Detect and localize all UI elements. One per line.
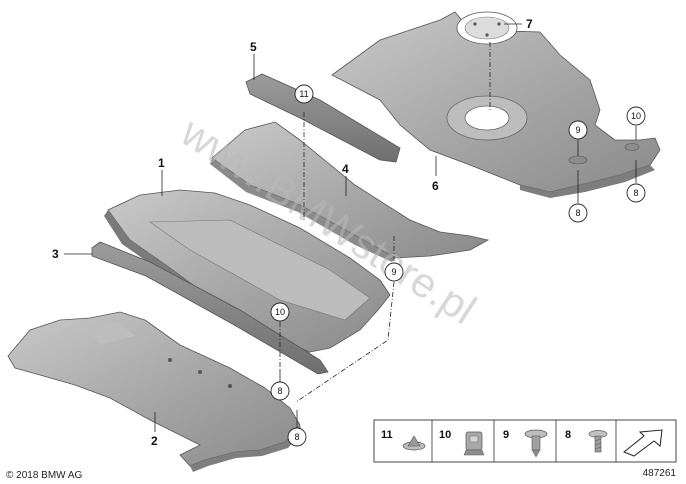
svg-text:10: 10 xyxy=(439,429,451,441)
callout-8-circle-middle: 8 xyxy=(270,381,290,401)
callout-10-circle-middle: 10 xyxy=(270,302,290,322)
callout-4: 4 xyxy=(342,162,349,176)
legend-item-10: 10 xyxy=(439,429,485,456)
callout-5: 5 xyxy=(250,40,257,54)
part-3-strip xyxy=(91,241,329,375)
svg-text:8: 8 xyxy=(575,208,580,218)
callout-7: 7 xyxy=(526,17,533,31)
callout-9-circle-middle: 9 xyxy=(384,262,404,282)
arrow-panel-icon xyxy=(623,429,663,457)
callout-8-circle-rear-right: 8 xyxy=(626,183,646,203)
fastener-legend: 11 10 9 8 xyxy=(373,419,677,463)
svg-text:8: 8 xyxy=(277,386,282,396)
callout-11-circle: 11 xyxy=(294,84,314,104)
part-2-front-shield xyxy=(7,311,302,472)
clip-nut-icon xyxy=(463,431,485,456)
callout-6: 6 xyxy=(432,179,439,193)
part-7-round-cover xyxy=(456,11,518,45)
callout-10-circle-rear: 10 xyxy=(626,106,646,126)
callout-3: 3 xyxy=(52,247,59,261)
svg-text:10: 10 xyxy=(275,307,285,317)
callout-8-circle-front: 8 xyxy=(287,427,307,447)
expansion-rivet-icon xyxy=(524,429,548,458)
part-4-cover-panel xyxy=(210,121,490,262)
callout-2: 2 xyxy=(151,434,158,448)
screw-icon xyxy=(588,430,608,453)
svg-text:11: 11 xyxy=(299,89,308,99)
guide-lines xyxy=(279,42,491,403)
svg-text:8: 8 xyxy=(633,188,638,198)
leader-lines xyxy=(64,23,637,432)
callout-9-circle-rear: 9 xyxy=(568,120,588,140)
diagram-id: 487261 xyxy=(643,468,677,479)
svg-text:10: 10 xyxy=(631,111,641,121)
callout-1: 1 xyxy=(158,156,165,170)
legend-item-9: 9 xyxy=(503,429,548,458)
svg-text:11: 11 xyxy=(381,429,393,441)
part-5-bracket-bar xyxy=(245,73,401,163)
legend-item-8: 8 xyxy=(565,429,608,453)
callout-8-circle-rear-left: 8 xyxy=(568,203,588,223)
part-1-middle-underbody-panel xyxy=(104,189,391,358)
svg-text:9: 9 xyxy=(575,125,580,135)
svg-text:8: 8 xyxy=(294,432,299,442)
push-nut-icon xyxy=(402,435,426,451)
copyright-text: © 2018 BMW AG xyxy=(6,470,83,481)
svg-text:9: 9 xyxy=(391,267,396,277)
legend-item-11: 11 xyxy=(381,429,426,451)
svg-text:9: 9 xyxy=(503,429,509,441)
svg-text:8: 8 xyxy=(565,429,571,441)
